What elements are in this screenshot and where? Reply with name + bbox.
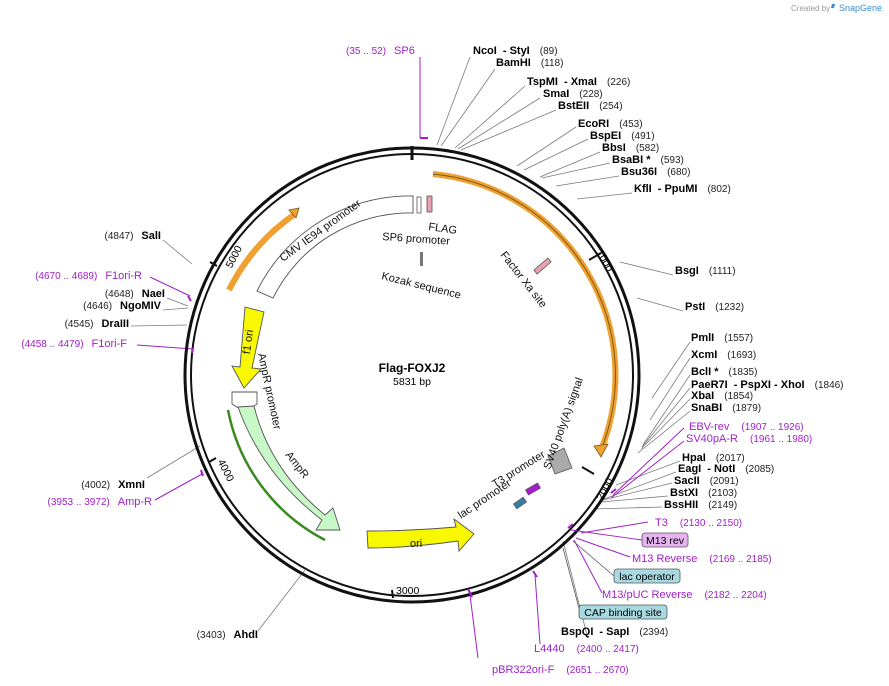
left-sites: (4847)SalI (4648)NaeI (4646)NgoMIV (4545… xyxy=(65,230,258,641)
kozak-label: Kozak sequence xyxy=(380,270,462,301)
site-label[interactable]: (4648)NaeI xyxy=(105,288,165,300)
site-label[interactable]: Bsu36I(680) xyxy=(621,166,690,178)
ori-label: ori xyxy=(410,538,422,550)
orange-feature-arrowhead xyxy=(593,443,609,458)
m13-rev-label: M13 rev xyxy=(646,535,685,547)
cap-binding-site-label: CAP binding site xyxy=(584,607,662,619)
site-label[interactable]: XcmI(1693) xyxy=(691,349,756,361)
site-label[interactable]: NcoI- StyI(89) xyxy=(473,45,558,57)
flag-label: FLAG xyxy=(428,221,458,237)
site-label[interactable]: BclI *(1835) xyxy=(691,366,757,378)
t3-promoter-feature xyxy=(525,482,541,496)
primer-label[interactable]: T3(2130 .. 2150) xyxy=(655,517,742,529)
site-label[interactable]: (4545)DraIII xyxy=(65,318,129,330)
site-label[interactable]: TspMI- XmaI(226) xyxy=(527,76,630,88)
ori-arrow xyxy=(366,517,475,553)
f1-ori-label: f1 ori xyxy=(241,329,256,355)
site-label[interactable]: PmlI(1557) xyxy=(691,332,753,344)
site-label[interactable]: BspEI(491) xyxy=(590,130,655,142)
lac-promoter-label: lac promoter xyxy=(456,477,514,521)
primer-label[interactable]: (3953 .. 3972)Amp-R xyxy=(48,496,153,508)
factor-xa-feature xyxy=(533,257,552,275)
ampr-green-line xyxy=(226,409,326,542)
flag-feature xyxy=(426,195,433,213)
site-label[interactable]: BstEII(254) xyxy=(558,100,623,112)
primer-leader-lines xyxy=(136,57,685,659)
lac-operator-label: lac operator xyxy=(619,571,675,583)
site-label[interactable]: PstI(1232) xyxy=(685,301,744,313)
site-label[interactable]: BsgI(1111) xyxy=(675,265,736,277)
leader-lines xyxy=(130,56,691,636)
site-label[interactable]: SnaBI(1879) xyxy=(691,402,761,414)
cmv-promoter-arrow xyxy=(256,195,414,299)
orange-feature-arc-outline xyxy=(432,173,616,451)
primer-label[interactable]: pBR322ori-F(2651 .. 2670) xyxy=(492,664,629,676)
primer-label[interactable]: SV40pA-R(1961 .. 1980) xyxy=(686,433,812,445)
orange-left-arc xyxy=(226,211,297,292)
plasmid-size: 5831 bp xyxy=(393,376,431,388)
sp6-promoter-feature xyxy=(416,196,422,214)
ampr-promoter-label: AmpR promoter xyxy=(255,352,283,431)
site-label[interactable]: EagI- NotI(2085) xyxy=(678,463,774,475)
sv40-polya-feature xyxy=(547,447,573,475)
m13-rev-box[interactable] xyxy=(641,532,689,548)
credit-brand: SnapGene xyxy=(839,3,882,13)
site-label[interactable]: SacII(2091) xyxy=(674,475,739,487)
primer-labels: (35 .. 52)SP6 (4670 .. 4689)F1ori-R (445… xyxy=(21,45,812,676)
orange-feature-arc xyxy=(432,171,619,452)
site-label[interactable]: (4646)NgoMIV xyxy=(83,300,162,312)
kozak-feature xyxy=(420,252,423,266)
primer-label[interactable]: (4458 .. 4479)F1ori-F xyxy=(21,338,127,350)
orange-left-arrowhead xyxy=(288,207,300,219)
site-label[interactable]: BssHII(2149) xyxy=(664,499,737,511)
site-label[interactable]: (4002)XmnI xyxy=(81,479,145,491)
site-label[interactable]: BsaBI *(593) xyxy=(612,154,684,166)
credit-prefix: Created by xyxy=(791,4,830,13)
site-label[interactable]: EcoRI(453) xyxy=(578,118,643,130)
cmv-promoter-label: CMV IE94 promoter xyxy=(278,197,364,264)
primer-label[interactable]: M13 Reverse(2169 .. 2185) xyxy=(632,553,772,565)
ampr-arrow xyxy=(237,405,341,531)
site-label[interactable]: XbaI(1854) xyxy=(691,390,753,402)
cap-binding-site-box[interactable] xyxy=(578,604,668,620)
sp6-promoter-label: SP6 promoter xyxy=(382,231,451,248)
site-label[interactable]: (4847)SalI xyxy=(105,230,161,242)
lac-promoter-feature xyxy=(512,496,528,510)
primer-markers xyxy=(187,137,617,598)
lac-operator-box[interactable] xyxy=(613,568,681,584)
primer-label[interactable]: (35 .. 52)SP6 xyxy=(346,45,415,57)
tick-label-3000: 3000 xyxy=(396,585,420,597)
primer-label[interactable]: M13/pUC Reverse(2182 .. 2204) xyxy=(602,589,767,601)
site-label[interactable]: BstXI(2103) xyxy=(670,487,737,499)
site-label[interactable]: BbsI(582) xyxy=(602,142,659,154)
primer-label[interactable]: L4440(2400 .. 2417) xyxy=(534,643,639,655)
site-label[interactable]: BspQI- SapI(2394) xyxy=(561,626,668,638)
site-label[interactable]: HpaI(2017) xyxy=(682,452,745,464)
site-label[interactable]: (3403)AhdI xyxy=(197,629,258,641)
plasmid-name: Flag-FOXJ2 xyxy=(379,361,446,375)
feature-boxes: M13 rev lac operator CAP binding site xyxy=(562,529,689,620)
site-label[interactable]: KflI- PpuMI(802) xyxy=(634,183,731,195)
factor-xa-label: Factor Xa site xyxy=(498,249,549,310)
primer-label[interactable]: (4670 .. 4689)F1ori-R xyxy=(35,270,142,282)
site-label[interactable]: BamHI(118) xyxy=(496,57,563,69)
site-label[interactable]: PaeR7I- PspXI - XhoI(1846) xyxy=(691,379,844,391)
right-sites: NcoI- StyI(89) BamHI(118) TspMI- XmaI(22… xyxy=(473,45,844,638)
primer-label[interactable]: EBV-rev(1907 .. 1926) xyxy=(689,421,804,433)
site-label[interactable]: SmaI(228) xyxy=(543,88,603,100)
f1-ori-arrow xyxy=(231,306,265,389)
snapgene-logo-icon xyxy=(831,4,835,8)
